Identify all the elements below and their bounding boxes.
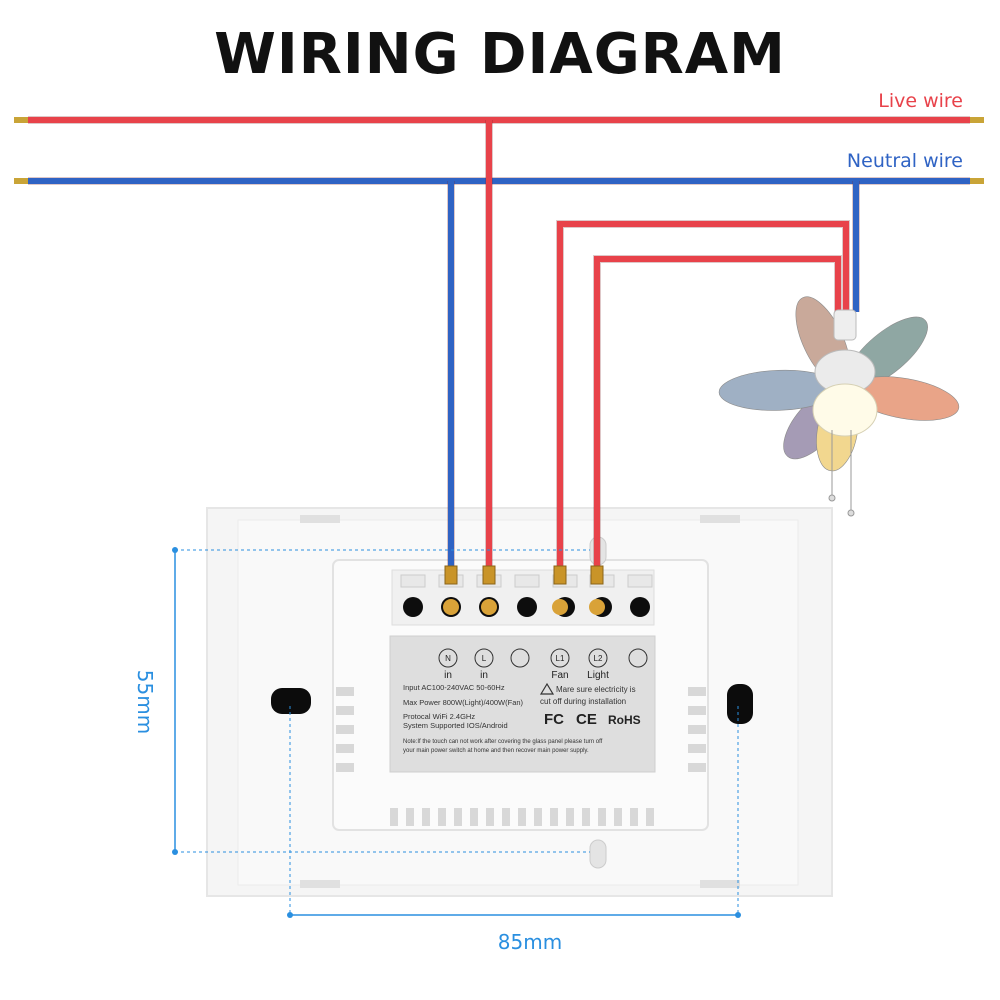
- terminal-screw: [444, 565, 458, 585]
- ceiling-fan-icon: [718, 296, 960, 517]
- note-line-1: Note:If the touch can not work after cov…: [403, 739, 603, 745]
- pull-chain: [828, 494, 836, 502]
- terminal-marker: [628, 648, 648, 668]
- terminal-hole: [630, 597, 650, 617]
- live-wire: [557, 221, 849, 570]
- warning-line-1: Mare sure electricity is: [556, 685, 636, 694]
- terminal-marker: [438, 648, 458, 668]
- terminal-marker: [588, 648, 608, 668]
- cert-ce: CE: [576, 711, 597, 728]
- spec-line-power: Max Power 800W(Light)/400W(Fan): [403, 698, 524, 707]
- terminal-code: N: [445, 654, 451, 663]
- cert-rohs: RoHS: [608, 713, 641, 727]
- fan-light-globe: [812, 383, 878, 437]
- diagram-title: WIRING DIAGRAM: [214, 22, 786, 87]
- mount-slot-left: [271, 688, 311, 714]
- terminal-marker: [510, 648, 530, 668]
- terminal-screw: [553, 565, 567, 585]
- wires: [14, 116, 984, 570]
- terminal-caption: Light: [587, 670, 609, 681]
- terminal-hole: [403, 597, 423, 617]
- note-line-2: your main power switch at home and then …: [403, 748, 589, 754]
- cert-fc: FC: [544, 711, 564, 728]
- live-wire: [594, 256, 841, 570]
- terminal-screw: [590, 565, 604, 585]
- terminal-code: L: [482, 654, 487, 663]
- terminal-screw: [482, 565, 496, 585]
- warning-triangle-icon: [539, 682, 555, 695]
- spec-line-protocol: Protocal WiFi 2.4GHz: [403, 712, 475, 721]
- terminal-screw-head: [481, 599, 497, 615]
- spec-line-input: Input AC100-240VAC 50-60Hz: [403, 683, 505, 692]
- terminal-screw-head: [552, 599, 568, 615]
- width-dimension-label: 85mm: [497, 930, 563, 954]
- terminal-code: L1: [556, 654, 565, 663]
- terminal-hole: [517, 597, 537, 617]
- terminal-marker: [474, 648, 494, 668]
- terminal-caption: in: [444, 670, 452, 681]
- terminal-code: L2: [594, 654, 603, 663]
- mount-slot-right: [727, 684, 753, 724]
- terminal-caption: in: [480, 670, 488, 681]
- terminal-marker: [550, 648, 570, 668]
- pull-chain: [847, 509, 855, 517]
- warning-line-2: cut off during installation: [540, 697, 626, 706]
- terminal-screw-head: [443, 599, 459, 615]
- fan-downrod: [833, 309, 857, 341]
- spec-line-system: System Supported IOS/Android: [403, 721, 508, 730]
- live-wire-label: Live wire: [878, 90, 963, 112]
- terminal-screw-head: [589, 599, 605, 615]
- neutral-wire-label: Neutral wire: [846, 150, 963, 172]
- terminal-caption: Fan: [551, 670, 568, 681]
- height-dimension-label: 55mm: [133, 669, 157, 735]
- dimension-lines: [172, 547, 741, 918]
